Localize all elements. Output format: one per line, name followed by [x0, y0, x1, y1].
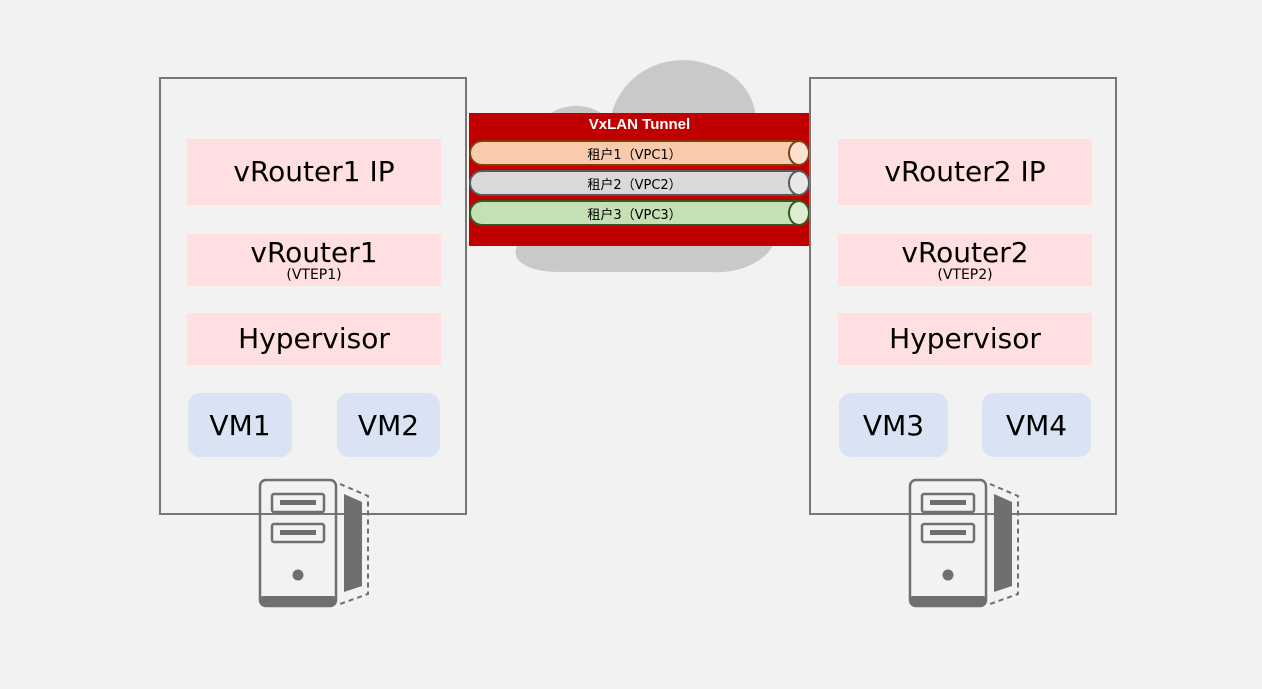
router-layer: vRouter2 (VTEP2) — [838, 234, 1092, 286]
router-ip-layer: vRouter2 IP — [838, 139, 1092, 205]
vm-box: VM3 — [839, 393, 948, 457]
pipe-end-icon — [788, 200, 810, 226]
router-ip-label: vRouter2 IP — [884, 155, 1046, 188]
vm-box: VM2 — [337, 393, 440, 457]
server-icon — [258, 478, 369, 608]
router-ip-layer: vRouter1 IP — [187, 139, 441, 205]
pipe-label: 租户2（VPC2） — [587, 177, 682, 193]
tunnel-title: VxLAN Tunnel — [588, 116, 691, 133]
host-right: vRouter2 IP vRouter2 (VTEP2) Hypervisor … — [809, 77, 1117, 515]
pipe-label: 租户3（VPC3） — [587, 207, 682, 223]
vxlan-tunnel: VxLAN Tunnel 租户1（VPC1） 租户2（VPC2） 租户3（VPC… — [469, 113, 810, 246]
host-left: vRouter1 IP vRouter1 (VTEP1) Hypervisor … — [159, 77, 467, 515]
vm-box: VM4 — [982, 393, 1091, 457]
vm-label: VM1 — [209, 408, 271, 442]
server-icon — [908, 478, 1019, 608]
vm-label: VM3 — [862, 408, 925, 442]
vm-box: VM1 — [188, 393, 292, 457]
hypervisor-layer: Hypervisor — [187, 313, 441, 365]
vm-label: VM4 — [1005, 408, 1068, 442]
hypervisor-label: Hypervisor — [238, 322, 390, 355]
vtep-label: (VTEP1) — [286, 267, 342, 283]
hypervisor-layer: Hypervisor — [838, 313, 1092, 365]
router-layer: vRouter1 (VTEP1) — [187, 234, 441, 286]
hypervisor-label: Hypervisor — [889, 322, 1041, 355]
router-label: vRouter2 — [901, 236, 1029, 269]
tenant-pipe-vpc2: 租户2（VPC2） — [469, 170, 810, 196]
pipe-label: 租户1（VPC1） — [587, 147, 682, 163]
router-label: vRouter1 — [250, 236, 378, 269]
pipe-end-icon — [788, 140, 810, 166]
pipe-end-icon — [788, 170, 810, 196]
tenant-pipe-vpc3: 租户3（VPC3） — [469, 200, 810, 226]
router-ip-label: vRouter1 IP — [233, 155, 395, 188]
vm-label: VM2 — [357, 408, 420, 442]
tenant-pipe-vpc1: 租户1（VPC1） — [469, 140, 810, 166]
vtep-label: (VTEP2) — [937, 267, 993, 283]
